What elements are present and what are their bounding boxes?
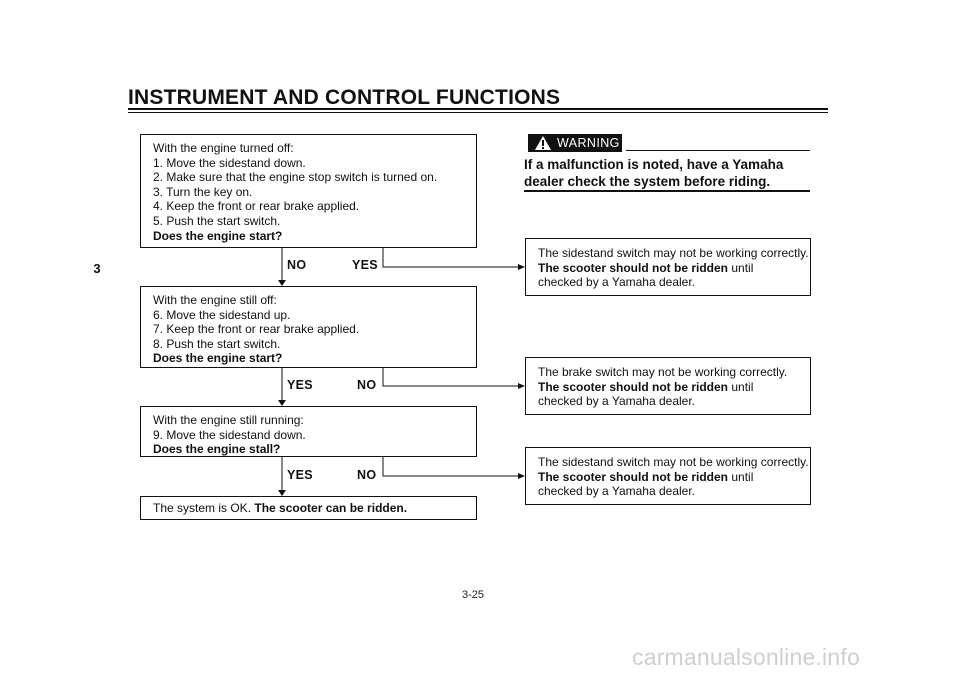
result3-line3: checked by a Yamaha dealer.: [538, 484, 695, 499]
warning-text-line1: If a malfunction is noted, have a Yamaha: [524, 157, 784, 172]
step1-line: 5. Push the start switch.: [153, 213, 281, 228]
step2-line: 7. Keep the front or rear brake applied.: [153, 322, 360, 337]
step3-down-label: YES: [287, 468, 313, 482]
warning-rule-top: [626, 150, 810, 151]
result1-line1: The sidestand switch may not be working …: [538, 246, 809, 260]
step1-right-label: YES: [352, 258, 378, 272]
chapter-tab: 3: [93, 261, 101, 276]
step2-line: 6. Move the sidestand up.: [153, 307, 291, 322]
page-number: 3-25: [462, 589, 485, 601]
result-box-2: The brake switch may not be working corr…: [525, 357, 811, 415]
step1-line: 1. Move the sidestand down.: [153, 155, 306, 170]
arrowhead-down-1: [278, 280, 286, 286]
step1-line: 3. Turn the key on.: [153, 184, 253, 199]
step3-right-label: NO: [357, 468, 377, 482]
arrowhead-right-1: [518, 264, 525, 270]
result2-bold: The scooter should not be ridden: [538, 379, 729, 394]
step2-line: With the engine still off:: [153, 293, 277, 307]
warning-text: If a malfunction is noted, have a Yamaha…: [524, 156, 814, 190]
arrowhead-down-3: [278, 490, 286, 496]
result1-bold: The scooter should not be ridden: [538, 260, 729, 275]
step1-down-label: NO: [287, 258, 307, 272]
result1-line3: checked by a Yamaha dealer.: [538, 275, 695, 290]
result-box-3: The sidestand switch may not be working …: [525, 447, 811, 505]
step3-question: Does the engine stall?: [153, 442, 281, 457]
step3-line: With the engine still running:: [153, 413, 304, 427]
final-text: The system is OK.: [153, 501, 255, 515]
page-title: INSTRUMENT AND CONTROL FUNCTIONS: [128, 86, 561, 109]
step1-line: With the engine turned off:: [153, 141, 294, 155]
step3-line: 9. Move the sidestand down.: [153, 427, 306, 442]
flow-step-1-box: With the engine turned off: 1. Move the …: [140, 134, 477, 248]
result-box-1: The sidestand switch may not be working …: [525, 238, 811, 296]
step1-line: 4. Keep the front or rear brake applied.: [153, 199, 360, 214]
connector-step2-right: [382, 368, 518, 387]
header-rule-thin: [128, 112, 828, 113]
result3-after-bold: until: [728, 469, 754, 484]
flow-step-2-box: With the engine still off: 6. Move the s…: [140, 286, 477, 368]
flow-step-3-box: With the engine still running: 9. Move t…: [140, 406, 477, 457]
step1-line: 2. Make sure that the engine stop switch…: [153, 170, 438, 185]
step2-right-label: NO: [357, 378, 377, 392]
step2-line: 8. Push the start switch.: [153, 336, 281, 351]
result3-line1: The sidestand switch may not be working …: [538, 455, 809, 469]
result2-after-bold: until: [728, 379, 754, 394]
arrowhead-right-2: [518, 383, 525, 389]
result2-line1: The brake switch may not be working corr…: [538, 365, 788, 379]
result1-after-bold: until: [728, 260, 754, 275]
flow-final-box: The system is OK. The scooter can be rid…: [140, 496, 477, 520]
arrowhead-down-2: [278, 400, 286, 406]
step2-question: Does the engine start?: [153, 351, 283, 366]
header-rule-thick: [128, 108, 828, 110]
warning-text-line2: dealer check the system before riding.: [524, 174, 771, 189]
result3-bold: The scooter should not be ridden: [538, 469, 729, 484]
step1-question: Does the engine start?: [153, 228, 283, 243]
connector-step1-right: [382, 248, 518, 268]
warning-badge: WARNING: [528, 134, 622, 152]
warning-rule-bottom: [524, 190, 810, 192]
warning-label: WARNING: [557, 136, 620, 150]
step2-down-label: YES: [287, 378, 313, 392]
watermark: carmanualsonline.info: [632, 644, 860, 670]
connector-step3-right: [382, 457, 518, 477]
warning-triangle-icon: [535, 136, 551, 150]
result2-line3: checked by a Yamaha dealer.: [538, 394, 695, 409]
arrowhead-right-3: [518, 473, 525, 479]
final-bold: The scooter can be ridden.: [254, 501, 408, 515]
